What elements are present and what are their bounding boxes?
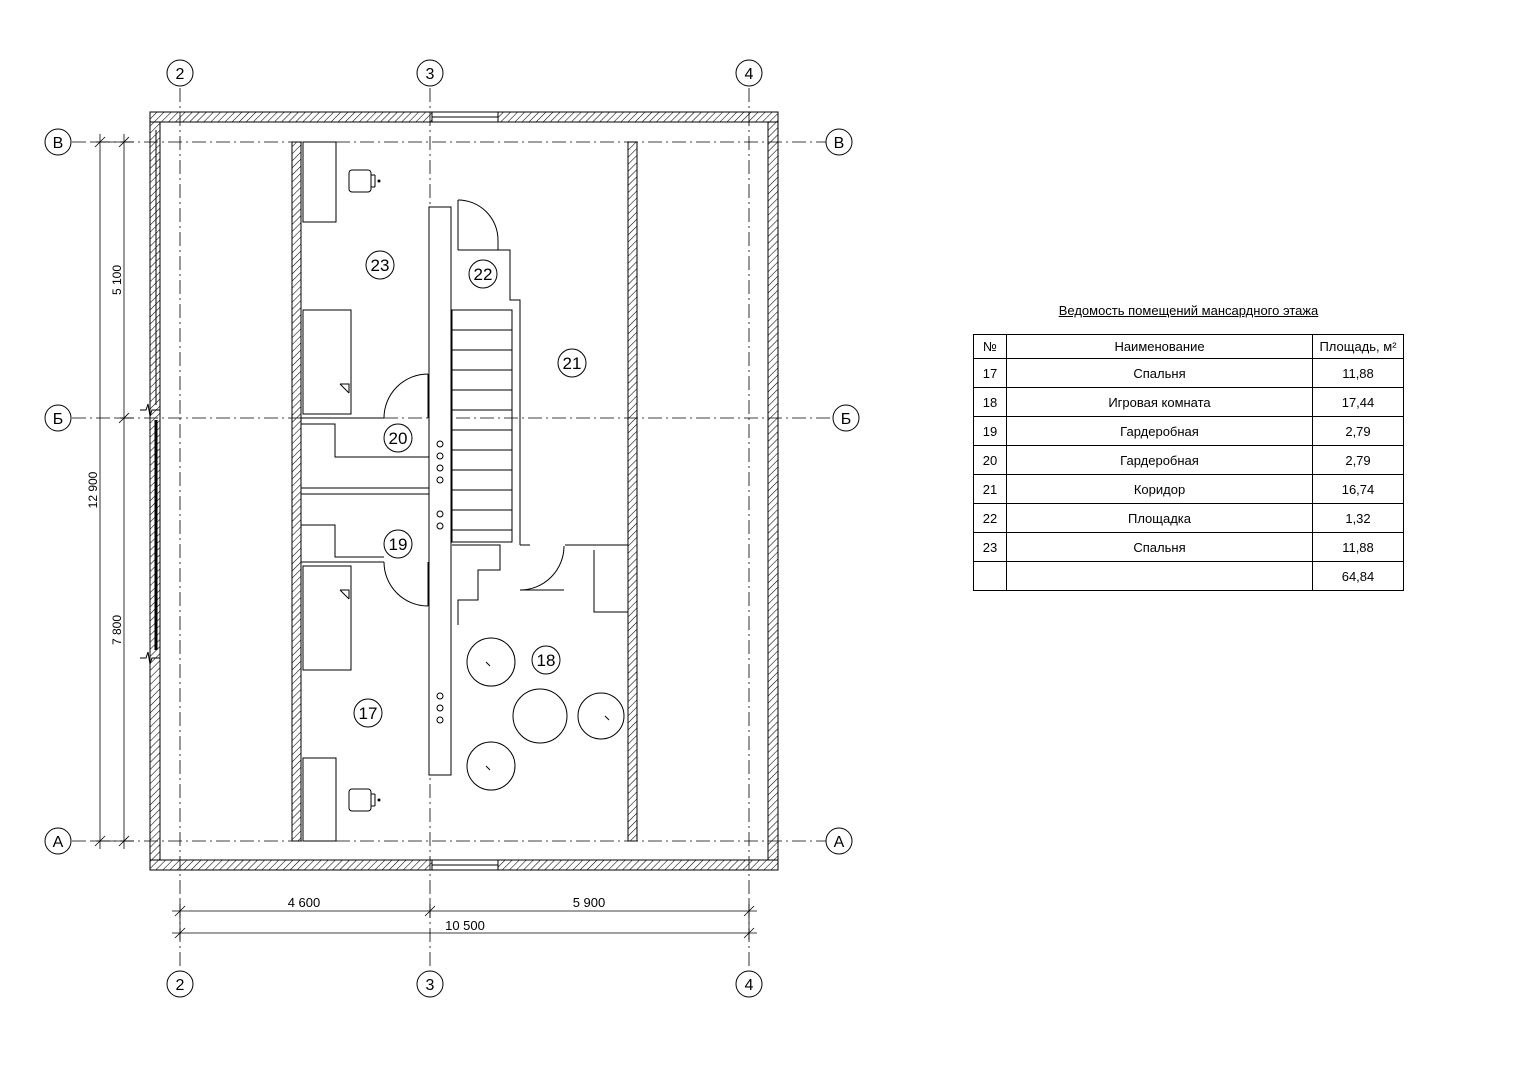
row-num: 17 [973, 358, 1007, 388]
dim-12900: 12 900 [86, 471, 100, 508]
interior-partitions [301, 200, 628, 776]
axis-bubble-2-top: 2 [166, 59, 194, 87]
axis-bubble-3-bottom: 3 [416, 970, 444, 998]
table-row: 20 Гардеробная 2,79 [973, 445, 1404, 475]
total-num [973, 561, 1007, 591]
row-name: Коридор [1006, 474, 1313, 504]
room-tag-20: 20 [383, 423, 413, 453]
svg-text:В: В [53, 135, 64, 152]
row-num: 18 [973, 387, 1007, 417]
row-name: Площадка [1006, 503, 1313, 533]
row-num: 20 [973, 445, 1007, 475]
horizontal-dimensions: 4 600 5 900 10 500 [172, 895, 757, 940]
row-area: 1,32 [1312, 503, 1404, 533]
svg-text:3: 3 [426, 66, 435, 83]
row-num: 21 [973, 474, 1007, 504]
svg-text:4: 4 [745, 66, 754, 83]
row-area: 11,88 [1312, 532, 1404, 562]
row-num: 22 [973, 503, 1007, 533]
svg-text:Б: Б [841, 411, 852, 428]
row-area: 11,88 [1312, 358, 1404, 388]
header-area: Площадь, м² [1312, 334, 1404, 359]
svg-text:23: 23 [371, 256, 390, 275]
row-area: 17,44 [1312, 387, 1404, 417]
svg-text:В: В [834, 135, 845, 152]
svg-text:20: 20 [389, 429, 408, 448]
room-tag-19: 19 [383, 529, 413, 559]
row-name: Гардеробная [1006, 445, 1313, 475]
furniture [302, 141, 625, 842]
dim-5900: 5 900 [573, 895, 606, 910]
svg-text:21: 21 [563, 354, 582, 373]
axis-bubble-3-top: 3 [416, 59, 444, 87]
table-row: 22 Площадка 1,32 [973, 503, 1404, 533]
axis-bubble-v-left: В [44, 128, 72, 156]
schedule-title: Ведомость помещений мансардного этажа [1058, 303, 1319, 318]
svg-text:3: 3 [426, 977, 435, 994]
total-row: 64,84 [973, 561, 1404, 591]
header-num: № [973, 334, 1007, 359]
svg-text:4: 4 [745, 977, 754, 994]
dim-7800: 7 800 [110, 615, 124, 645]
svg-text:2: 2 [176, 977, 185, 994]
axis-bubble-4-top: 4 [735, 59, 763, 87]
svg-text:19: 19 [389, 535, 408, 554]
svg-text:А: А [53, 834, 64, 851]
axis-bubble-b-left: Б [44, 404, 72, 432]
table-row: 17 Спальня 11,88 [973, 358, 1404, 388]
row-area: 16,74 [1312, 474, 1404, 504]
svg-text:2: 2 [176, 66, 185, 83]
axis-bubble-2-bottom: 2 [166, 970, 194, 998]
table-row: 23 Спальня 11,88 [973, 532, 1404, 562]
room-tag-23: 23 [365, 250, 395, 280]
vertical-dimensions: 5 100 7 800 12 900 [86, 134, 134, 849]
schedule-table: № Наименование Площадь, м² 17 Спальня 11… [973, 334, 1404, 591]
total-area: 64,84 [1312, 561, 1404, 591]
row-name: Игровая комната [1006, 387, 1313, 417]
table-row: 21 Коридор 16,74 [973, 474, 1404, 504]
axis-bubble-a-right: А [825, 827, 853, 855]
knee-walls [291, 141, 638, 842]
table-row: 18 Игровая комната 17,44 [973, 387, 1404, 417]
doors [383, 199, 565, 607]
row-num: 19 [973, 416, 1007, 446]
schedule-header-row: № Наименование Площадь, м² [973, 334, 1404, 359]
room-tag-21: 21 [557, 348, 587, 378]
row-name: Спальня [1006, 358, 1313, 388]
room-tag-17: 17 [353, 698, 383, 728]
total-name [1006, 561, 1313, 591]
svg-text:18: 18 [537, 651, 556, 670]
row-name: Спальня [1006, 532, 1313, 562]
row-num: 23 [973, 532, 1007, 562]
svg-text:А: А [834, 834, 845, 851]
header-name: Наименование [1006, 334, 1313, 359]
axis-bubble-v-right: В [825, 128, 853, 156]
table-row: 19 Гардеробная 2,79 [973, 416, 1404, 446]
dim-4600: 4 600 [288, 895, 321, 910]
svg-text:17: 17 [359, 704, 378, 723]
exterior-walls [140, 111, 779, 871]
row-area: 2,79 [1312, 416, 1404, 446]
dim-10500: 10 500 [445, 918, 485, 933]
axis-bubble-4-bottom: 4 [735, 970, 763, 998]
room-tag-22: 22 [468, 259, 498, 289]
svg-text:22: 22 [474, 265, 493, 284]
row-area: 2,79 [1312, 445, 1404, 475]
room-tag-18: 18 [531, 645, 561, 675]
axis-bubble-a-left: А [44, 827, 72, 855]
room-schedule: Ведомость помещений мансардного этажа № … [973, 303, 1404, 591]
svg-text:Б: Б [53, 411, 64, 428]
dim-5100: 5 100 [110, 265, 124, 295]
row-name: Гардеробная [1006, 416, 1313, 446]
axis-bubble-b-right: Б [832, 404, 860, 432]
